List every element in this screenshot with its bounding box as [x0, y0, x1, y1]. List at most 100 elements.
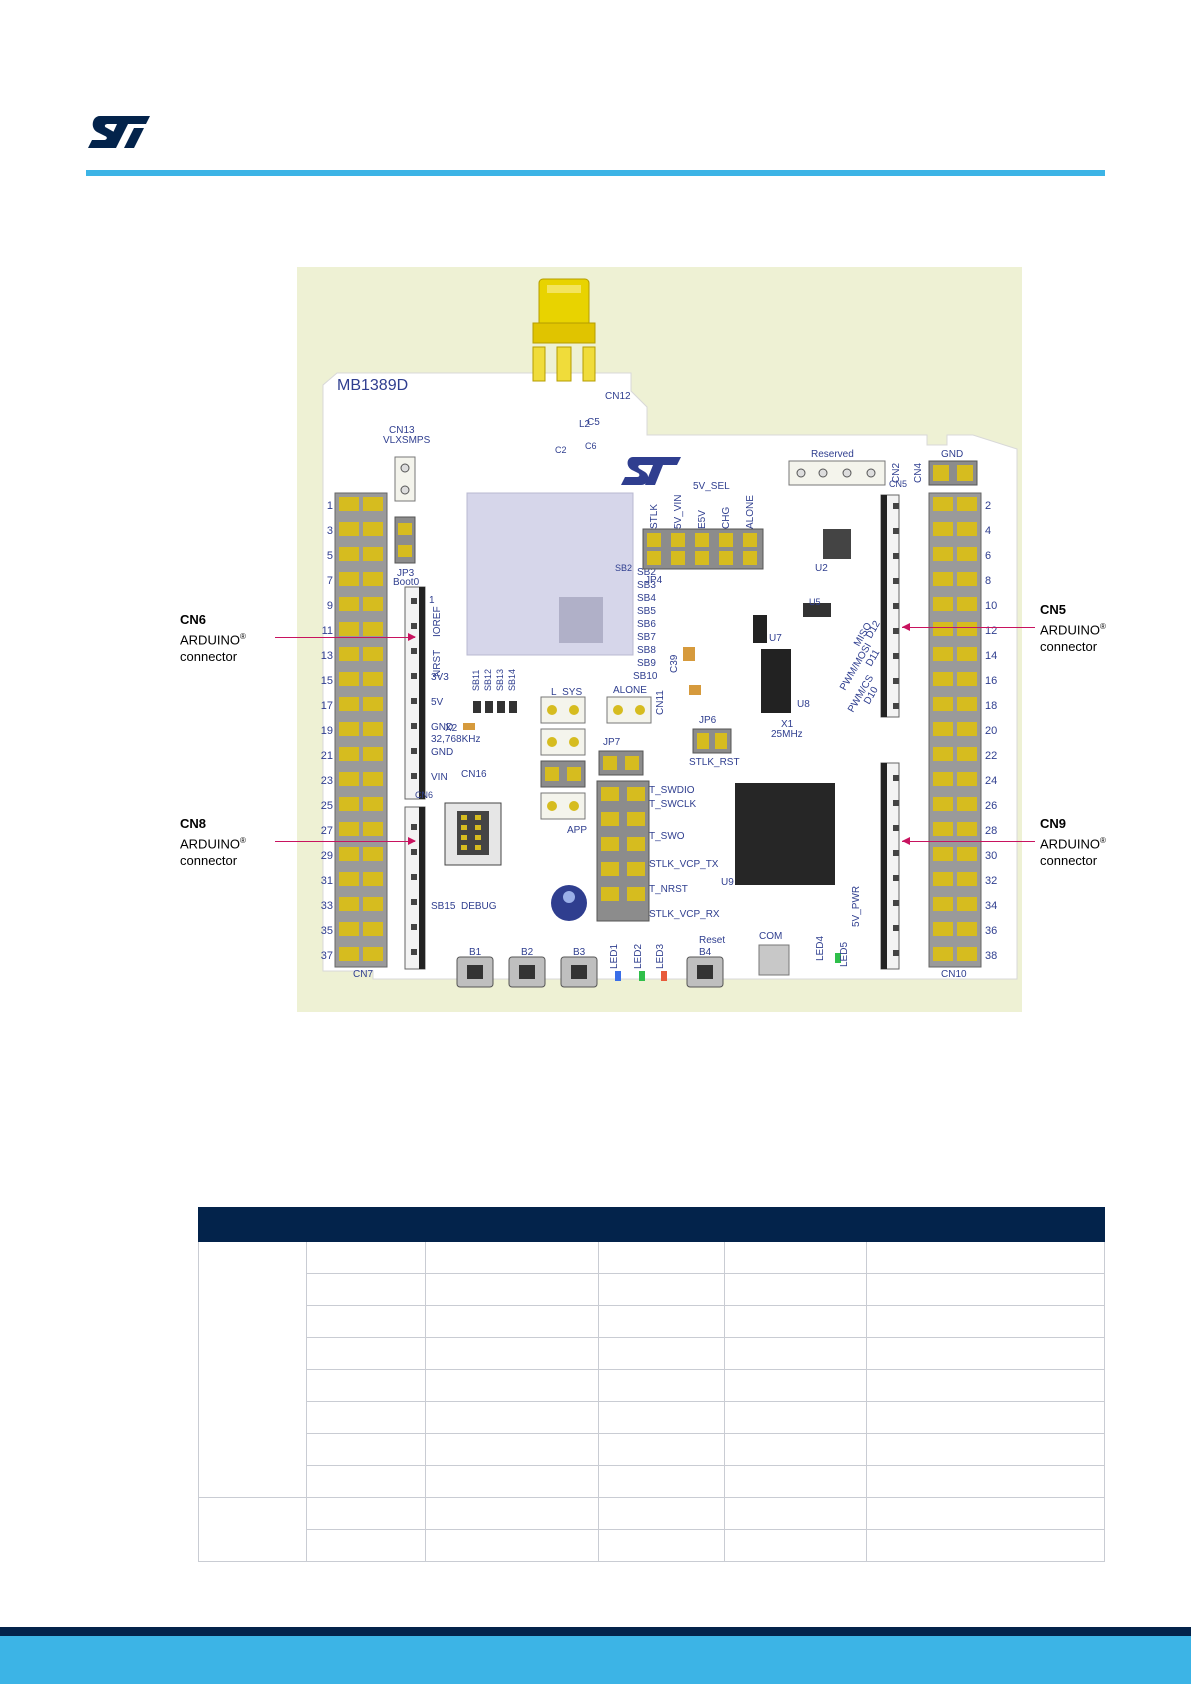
- pin-number: 20: [985, 725, 997, 737]
- label-u5: U5: [809, 597, 821, 607]
- callout-cn5: CN5 ARDUINO® connector: [1040, 601, 1130, 655]
- pin-number: 25: [321, 800, 333, 812]
- label-u8: U8: [797, 699, 810, 710]
- label-c39: C39: [669, 654, 680, 673]
- label-led3: LED3: [655, 944, 666, 969]
- label-u2: U2: [815, 563, 828, 574]
- label-c2: C2: [555, 445, 567, 455]
- table-row: [199, 1305, 1105, 1338]
- callout-cn6-line2: connector: [180, 649, 238, 665]
- label-debug: DEBUG: [461, 901, 497, 912]
- callout-cn9: CN9 ARDUINO® connector: [1040, 815, 1130, 869]
- table-row: [197, 1241, 1105, 1498]
- callout-cn9-title: CN9: [1040, 816, 1067, 831]
- table-header-cell: [724, 1207, 868, 1242]
- label-app: APP: [567, 825, 587, 836]
- label-com: COM: [759, 931, 782, 942]
- table-group-cell: [197, 1497, 307, 1562]
- label-led2: LED2: [633, 944, 644, 969]
- pin-number: 36: [985, 925, 997, 937]
- footer-dark-band: [0, 1627, 1191, 1636]
- label-alone: ALONE: [745, 495, 756, 529]
- label-stlk: STLK: [649, 504, 660, 529]
- push-buttons: [456, 956, 724, 988]
- label-sb5: SB5: [637, 606, 656, 617]
- callout-cn6-reg: ®: [239, 632, 246, 641]
- label-cn7: CN7: [353, 969, 373, 980]
- pin-number: 3: [327, 525, 333, 537]
- callout-cn5-line: [902, 627, 1035, 628]
- callout-cn9-arrow: [902, 837, 910, 845]
- label-sb2: SB2: [637, 567, 656, 578]
- pin-number: 32: [985, 875, 997, 887]
- label-5v-vin: 5V_VIN: [673, 495, 684, 529]
- callout-cn9-line2: connector: [1040, 853, 1098, 869]
- label-sb13: SB13: [495, 669, 505, 691]
- pin-number: 27: [321, 825, 333, 837]
- table-row: [199, 1369, 1105, 1402]
- table-row: [199, 1433, 1105, 1466]
- pin-number: 10: [985, 600, 997, 612]
- label-t-swo: T_SWO: [649, 831, 685, 842]
- pin-number: 6: [985, 550, 991, 562]
- pin-number: 28: [985, 825, 997, 837]
- label-sb7: SB7: [637, 632, 656, 643]
- callout-cn5-line1: ARDUINO: [1040, 622, 1100, 638]
- callout-cn5-line2: connector: [1040, 639, 1098, 655]
- pin-number: 29: [321, 850, 333, 862]
- callout-cn6-arrow: [408, 633, 416, 641]
- label-gnd-1: GND: [431, 722, 453, 733]
- label-c6: C6: [585, 441, 597, 451]
- callout-cn5-reg: ®: [1099, 622, 1106, 631]
- label-3v3: 3V3: [431, 672, 449, 683]
- label-t-swclk: T_SWCLK: [649, 799, 697, 810]
- pin-number: 9: [327, 600, 333, 612]
- table-header-cell: [866, 1207, 1105, 1242]
- label-sb15: SB15: [431, 901, 456, 912]
- label-u7: U7: [769, 633, 782, 644]
- label-x2: X2: [445, 723, 458, 734]
- table-group-cell: [197, 1241, 307, 1498]
- callout-cn5-title: CN5: [1040, 602, 1067, 617]
- callout-cn8-line: [275, 841, 415, 842]
- callout-cn8-line2: connector: [180, 853, 238, 869]
- pin-number: 16: [985, 675, 997, 687]
- label-jp7: JP7: [603, 737, 621, 748]
- label-sb6: SB6: [637, 619, 656, 630]
- pin-number: 7: [327, 575, 333, 587]
- label-t-swdio: T_SWDIO: [649, 785, 695, 796]
- label-stlk-rst: STLK_RST: [689, 757, 740, 768]
- callout-cn9-line: [902, 841, 1035, 842]
- label-cn12: CN12: [605, 391, 631, 402]
- table-header-cell: [424, 1207, 599, 1242]
- st-logo: [88, 116, 150, 148]
- pin-number: 31: [321, 875, 333, 887]
- label-vin: VIN: [431, 772, 448, 783]
- pin-number: 23: [321, 775, 333, 787]
- label-c5: C5: [587, 417, 600, 428]
- label-sb4: SB4: [637, 593, 656, 604]
- pin-number: 19: [321, 725, 333, 737]
- pin-number: 15: [321, 675, 333, 687]
- label-cn11: CN11: [655, 690, 666, 715]
- callout-cn9-reg: ®: [1099, 836, 1106, 845]
- label-b1: B1: [469, 947, 482, 958]
- callout-cn8: CN8 ARDUINO® connector: [180, 815, 267, 869]
- pin-number: 24: [985, 775, 997, 787]
- pin-number: 22: [985, 750, 997, 762]
- callout-cn6-title: CN6: [180, 612, 207, 627]
- callout-cn8-reg: ®: [239, 836, 246, 845]
- board-figure: MB1389D CN12 L2 C5 C6 C2 CN13 VLXSMPS JP…: [297, 267, 1022, 1012]
- pin-number: 13: [321, 650, 333, 662]
- label-alone-2: ALONE: [613, 685, 647, 696]
- pin-number: 26: [985, 800, 997, 812]
- pin-number: 33: [321, 900, 333, 912]
- label-lsys: L_SYS: [551, 687, 582, 698]
- label-cn4: CN4: [913, 463, 924, 483]
- label-cn16: CN16: [461, 769, 487, 780]
- callout-cn6-line: [275, 637, 415, 638]
- label-x1: X1: [781, 719, 794, 730]
- label-sb10: SB10: [633, 671, 658, 682]
- table-row: [199, 1529, 1105, 1562]
